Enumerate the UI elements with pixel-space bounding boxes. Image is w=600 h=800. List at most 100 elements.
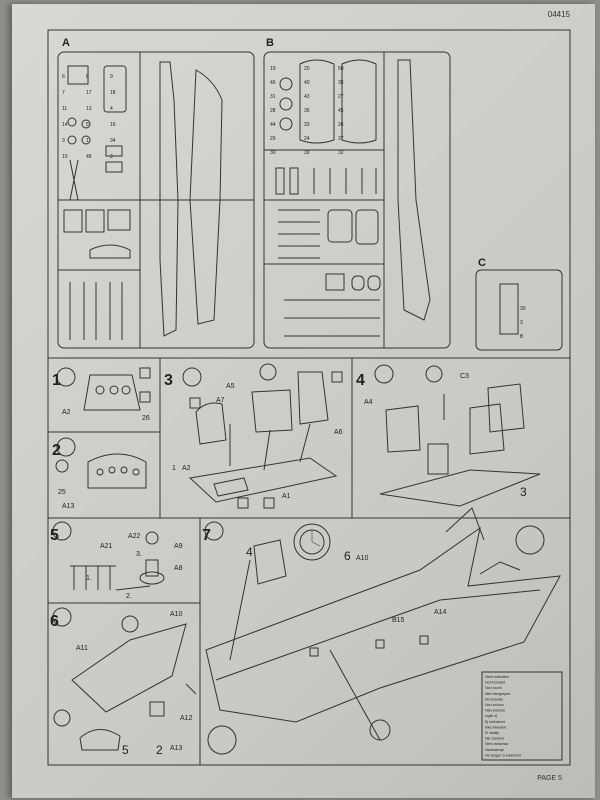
sprue-a-label: A [62,37,70,49]
legend-line: Не входит в комплект [485,753,522,757]
sprue-part-number-a: 9 [110,74,113,80]
sprue-part-number-b: 37 [338,136,344,142]
sprue-part-number-b: 46 [270,80,276,86]
sprue-part-number-b: 28 [270,108,276,114]
sprue-part-number-c: B [520,334,524,340]
callout: 1. [86,575,92,582]
callout: 2 [156,743,163,757]
callout: A13 [170,745,183,752]
legend-line: Ikke inkludert [485,725,506,729]
callout: 3 [520,485,527,499]
sprue-part-number-a: 17 [86,90,92,96]
step-7-number: 7 [202,527,211,544]
legend-line: Nicht enthalten [485,675,509,679]
sprue-part-number-b: 30 [270,150,276,156]
sprue-part-number-a: 4 [110,106,113,112]
fuselage-outline [205,526,561,723]
sprue-part-number-a: 7 [62,90,65,96]
legend-box [481,671,563,761]
callout: A10 [170,611,183,618]
step-3-number: 3 [164,372,173,389]
legend-line: Nie zawiera [485,737,504,741]
sprue-part-number-b: 50 [338,66,344,72]
sprue-part-number-b: 19 [270,66,276,72]
sprue-part-number-a: 6 [62,74,65,80]
legend-line: Non incluso [485,703,504,707]
sprue-part-number-b: 27 [338,94,344,100]
callout: 1 [172,465,176,472]
sprue-part-number-b: 29 [270,136,276,142]
sprue-c-label: C [478,257,486,269]
sprue-part-number-c: 30 [520,306,526,312]
callout: A7 [216,397,225,404]
callout: B15 [392,617,405,624]
callout: A8 [174,565,183,572]
sprue-part-number-a: 13 [86,106,92,112]
sprue-part-number-b: 44 [270,122,276,128]
sprue-part-number-a: 48 [86,154,92,160]
sprue-part-number-a: 8 [86,74,89,80]
sprue-part-number-a: 16 [110,122,116,128]
step-1-number: 1 [52,372,61,389]
sprue-part-number-a: 18 [110,90,116,96]
callout: 25 [58,489,66,496]
sprue-c-frame [475,269,563,351]
legend-line: Not included [485,681,505,685]
sprue-part-number-a: 34 [110,138,116,144]
legend-line: Ej inkluderet [485,720,505,724]
callout: A5 [226,383,235,390]
callout: 5 [122,743,129,757]
sprue-part-number-a: 5 [86,122,89,128]
callout: A11 [76,645,88,652]
sprue-part-number-c: 3 [520,320,523,326]
sprue-part-number-b: 35 [338,80,344,86]
legend-line: Ei sisälly [485,731,499,735]
callout: 4 [246,545,253,559]
sprue-part-number-b: 24 [304,136,310,142]
sprue-part-number-a: 2 [110,154,113,160]
callout: 26 [142,415,150,422]
legend-line: Non fourni [485,686,502,690]
callout: 6 [344,549,351,563]
sprue-part-number-a: 1 [86,138,89,144]
instruction-sheet [12,4,595,798]
sprue-part-number-b: 32 [338,150,344,156]
sprue-b-label: B [266,37,274,49]
step-5-number: 5 [50,527,59,544]
callout: A10 [356,555,369,562]
callout: A2 [182,465,191,472]
legend-line: Niet inbegrepen [485,692,510,696]
sprue-part-number-b: 33 [304,122,310,128]
callout: 2. [126,593,132,600]
callout: A14 [434,609,447,616]
callout: A9 [174,543,183,550]
sprue-part-number-a: 14 [62,122,68,128]
step-6-number: 6 [50,613,59,630]
step-2-number: 2 [52,442,61,459]
sprue-part-number-b: 31 [270,94,276,100]
sprue-part-number-b: 45 [338,108,344,114]
callout: A12 [180,715,193,722]
sprue-part-number-b: 20 [304,66,310,72]
callout: A2 [62,409,71,416]
callout: 3. [136,551,142,558]
callout: A4 [364,399,373,406]
step-4-number: 4 [356,372,365,389]
page-number: PAGE 5 [537,775,562,782]
callout: A13 [62,503,75,510]
callout: A22 [128,533,141,540]
sprue-part-number-b: 26 [338,122,344,128]
page-frame [47,29,571,766]
sprue-part-number-b: 43 [304,94,310,100]
sprue-part-number-b: 36 [304,108,310,114]
callout: C3 [460,373,469,380]
legend-line: Ingår ej [485,714,497,718]
document-code: 04415 [547,10,570,19]
callout: A21 [100,543,113,550]
legend-line: Neobsahuje [485,748,504,752]
sprue-part-number-b: 40 [304,80,310,86]
legend-line: No incluido [485,697,503,701]
callout: A1 [282,493,291,500]
legend-line: Nem tartalmaz [485,742,509,746]
sprue-part-number-a: 3 [62,138,65,144]
